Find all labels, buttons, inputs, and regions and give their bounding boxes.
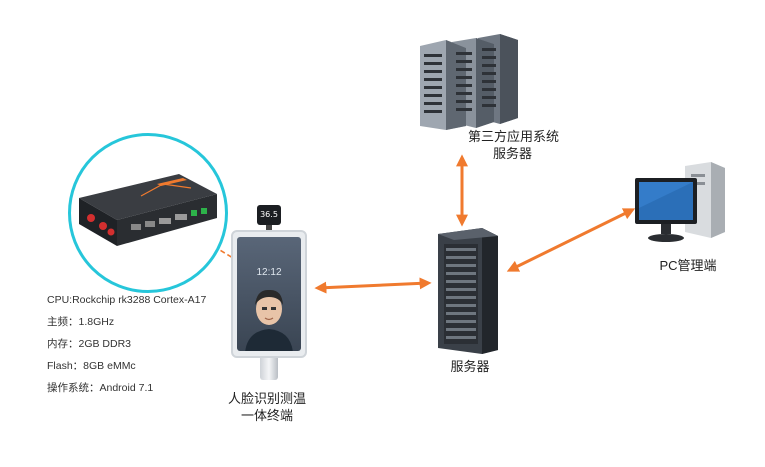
board-circle	[68, 133, 228, 293]
temperature-readout: 36.5	[260, 210, 278, 219]
terminal-label-line2: 一体终端	[240, 408, 293, 423]
terminal-stand	[260, 358, 278, 380]
terminal-screen: 12:12	[237, 237, 301, 351]
mainboard-device-icon	[79, 174, 217, 246]
server-rack-icon	[420, 34, 518, 130]
face-avatar-icon	[245, 289, 293, 351]
terminal-label-line1: 人脸识别测温	[227, 391, 306, 406]
desktop-computer-icon	[635, 162, 725, 242]
screen-clock: 12:12	[256, 267, 282, 278]
face-terminal-icon: 36.5 12:12	[228, 205, 312, 380]
server-label: 服务器	[450, 359, 490, 374]
arrow-terminal-to-server	[314, 277, 432, 294]
arrow-server-to-pc	[506, 208, 636, 272]
spec-os: 操作系统：Android 7.1	[47, 382, 154, 394]
server-tower-icon	[438, 228, 498, 354]
temperature-camera: 36.5	[257, 205, 281, 225]
terminal-body: 12:12	[231, 230, 307, 358]
spec-flash: Flash：8GB eMMc	[47, 360, 136, 372]
spec-memory: 内存：2GB DDR3	[47, 338, 132, 350]
third-party-server-label-line1: 第三方应用系统	[468, 129, 560, 144]
spec-cpu: CPU:Rockchip rk3288 Cortex-A17	[47, 294, 207, 306]
third-party-server-label-line2: 服务器	[493, 146, 533, 161]
pc-client-label: PC管理端	[659, 258, 717, 273]
spec-frequency: 主频：1.8GHz	[47, 316, 115, 328]
